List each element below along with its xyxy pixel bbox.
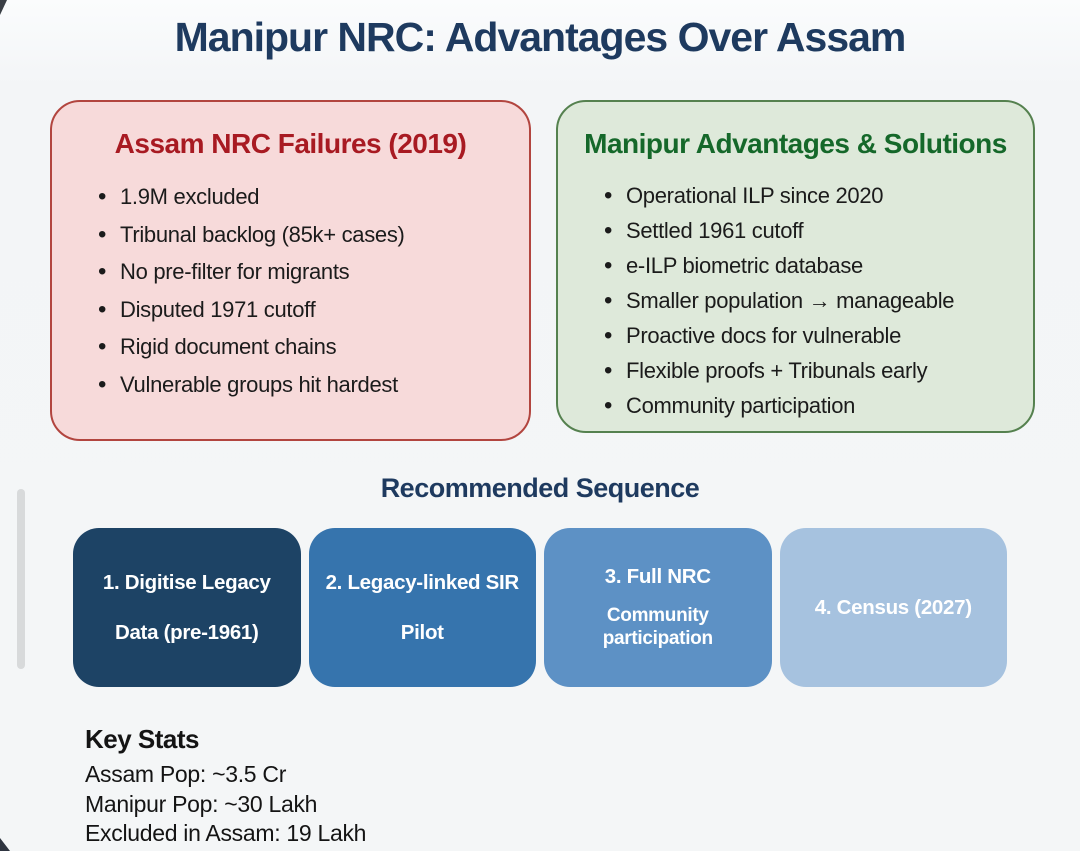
corner-artifact-bottom-left [0, 838, 10, 851]
manipur-bullet-item: Community participation [604, 388, 1013, 423]
assam-failures-card: Assam NRC Failures (2019) 1.9M excluded … [50, 100, 531, 441]
step-label-line1: 1. Digitise Legacy [102, 570, 271, 594]
scroll-indicator[interactable] [17, 489, 25, 669]
step-label-line1: 3. Full NRC [604, 565, 711, 589]
assam-bullet-item: Tribunal backlog (85k+ cases) [98, 216, 509, 254]
manipur-advantages-card: Manipur Advantages & Solutions Operation… [556, 100, 1035, 433]
sequence-step: 4. Census (2027) [779, 528, 1007, 687]
step-label-line1: 4. Census (2027) [814, 595, 972, 619]
key-stats-title: Key Stats [85, 724, 200, 754]
key-stat-line: Excluded in Assam: 19 Lakh [85, 820, 367, 846]
manipur-bullet-item: e-ILP biometric database [604, 248, 1013, 283]
manipur-bullet-list: Operational ILP since 2020 Settled 1961 … [558, 178, 1033, 423]
step-label-line1: 2. Legacy-linked SIR [325, 570, 520, 594]
assam-bullet-item: Disputed 1971 cutoff [98, 291, 509, 329]
key-stats-lines: Assam Pop: ~3.5 Cr Manipur Pop: ~30 Lakh… [85, 760, 366, 849]
assam-bullet-item: 1.9M excluded [98, 178, 509, 216]
manipur-bullet-item: Smaller population → manageable [604, 283, 1013, 318]
assam-card-title: Assam NRC Failures (2019) [114, 128, 467, 159]
assam-bullet-item: Vulnerable groups hit hardest [98, 366, 509, 404]
step-label-line2: Data (pre-1961) [114, 620, 259, 644]
manipur-bullet-item: Flexible proofs + Tribunals early [604, 353, 1013, 388]
assam-bullet-item: Rigid document chains [98, 328, 509, 366]
manipur-bullet-item: Proactive docs for vulnerable [604, 318, 1013, 353]
manipur-bullet-item: Settled 1961 cutoff [604, 213, 1013, 248]
key-stat-line: Assam Pop: ~3.5 Cr [85, 761, 287, 787]
manipur-bullet-item: Operational ILP since 2020 [604, 178, 1013, 213]
step-label-line2: Community participation [602, 605, 713, 649]
sequence-heading: Recommended Sequence [380, 473, 700, 503]
assam-bullet-list: 1.9M excluded Tribunal backlog (85k+ cas… [52, 178, 529, 403]
sequence-step: 1. Digitise Legacy Data (pre-1961) [73, 528, 301, 687]
page-title: Manipur NRC: Advantages Over Assam [174, 14, 907, 60]
corner-artifact-top-left [0, 0, 7, 15]
key-stat-line: Manipur Pop: ~30 Lakh [85, 790, 318, 817]
sequence-step: 2. Legacy-linked SIR Pilot [308, 528, 536, 687]
manipur-card-title: Manipur Advantages & Solutions [584, 128, 1007, 159]
key-stats-block: Key Stats Assam Pop: ~3.5 Cr Manipur Pop… [85, 724, 366, 849]
assam-bullet-item: No pre-filter for migrants [98, 253, 509, 291]
step-label-line2: Pilot [400, 620, 444, 644]
sequence-steps-row: 1. Digitise Legacy Data (pre-1961) 2. Le… [73, 528, 1007, 687]
sequence-step: 3. Full NRC Community participation [544, 528, 772, 687]
